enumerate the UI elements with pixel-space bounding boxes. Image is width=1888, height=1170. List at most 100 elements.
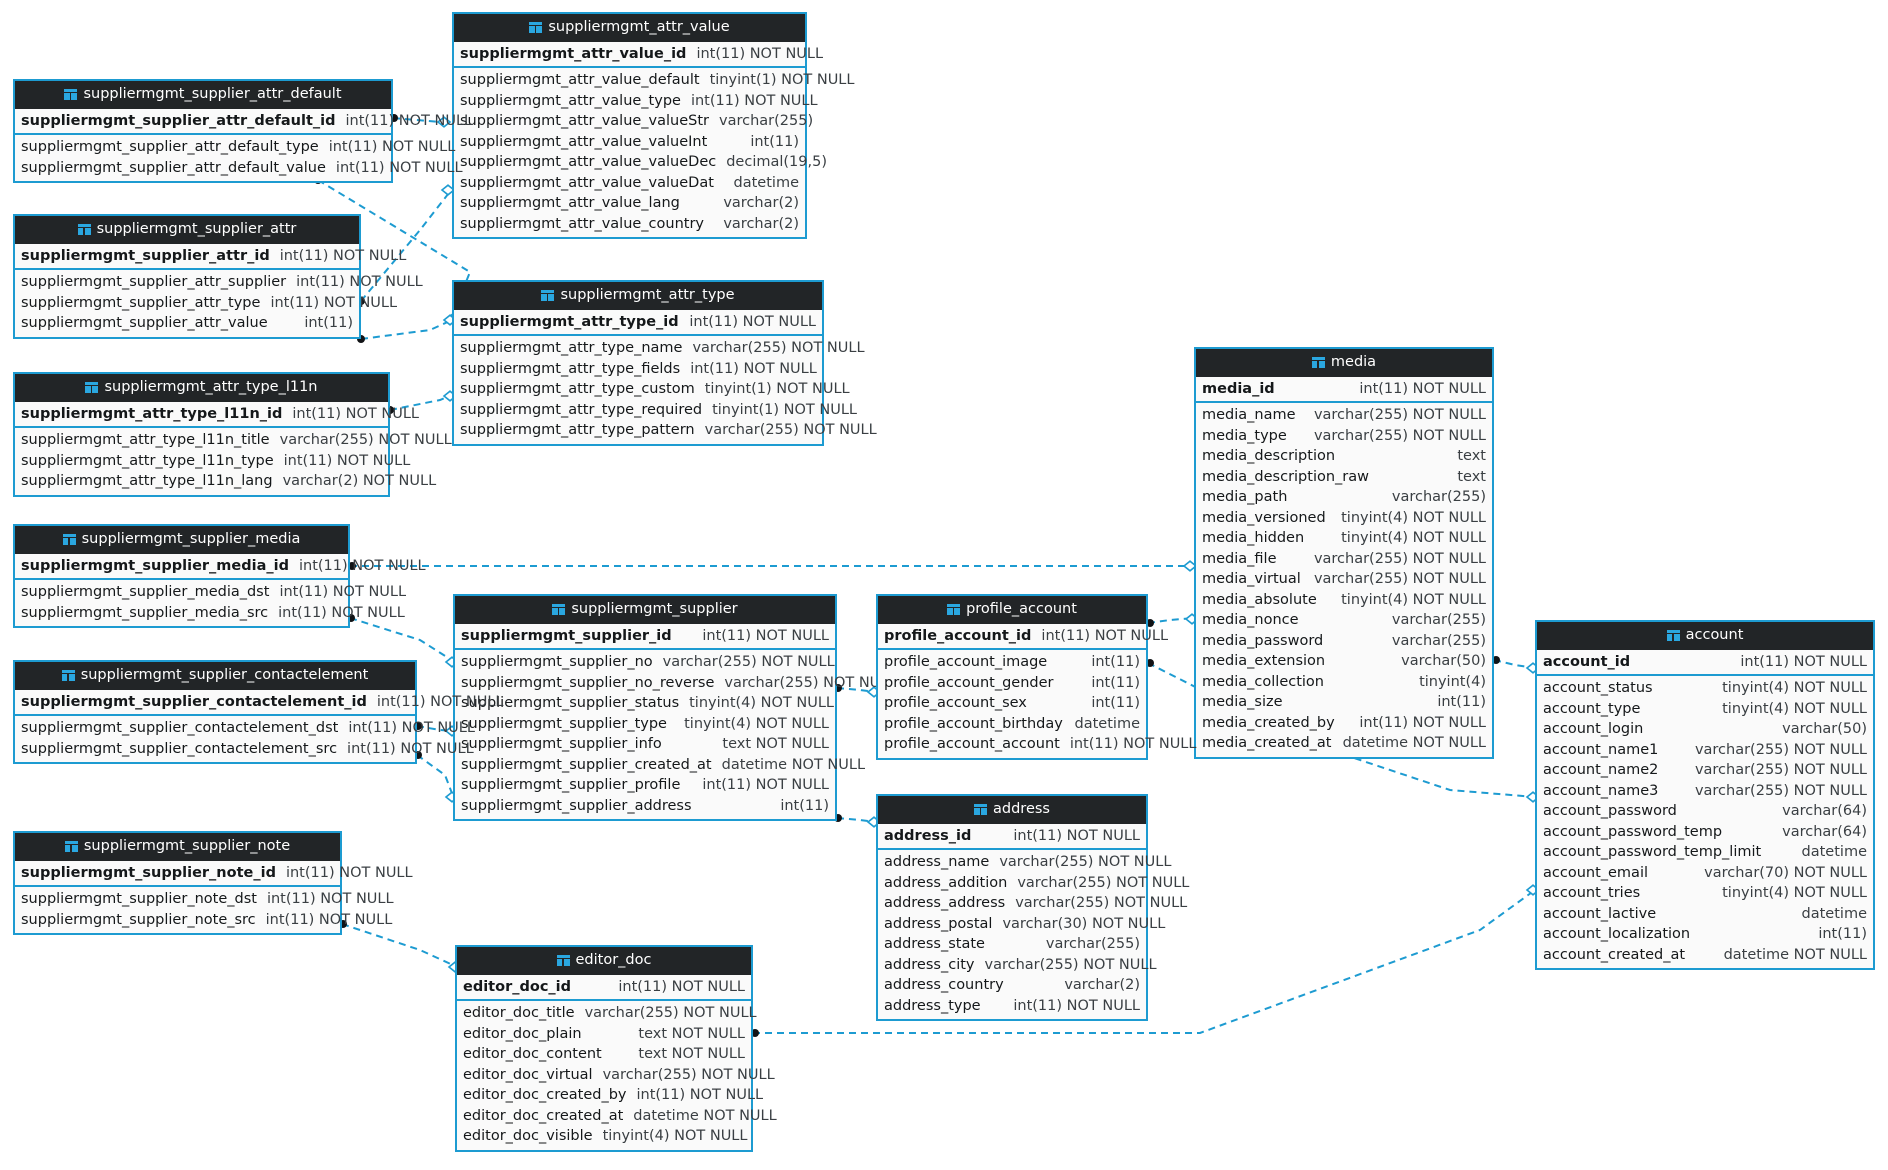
field-row[interactable]: suppliermgmt_supplier_contactelement_src… <box>15 739 474 760</box>
field-row[interactable]: suppliermgmt_supplier_contactelement_dst… <box>15 718 475 739</box>
